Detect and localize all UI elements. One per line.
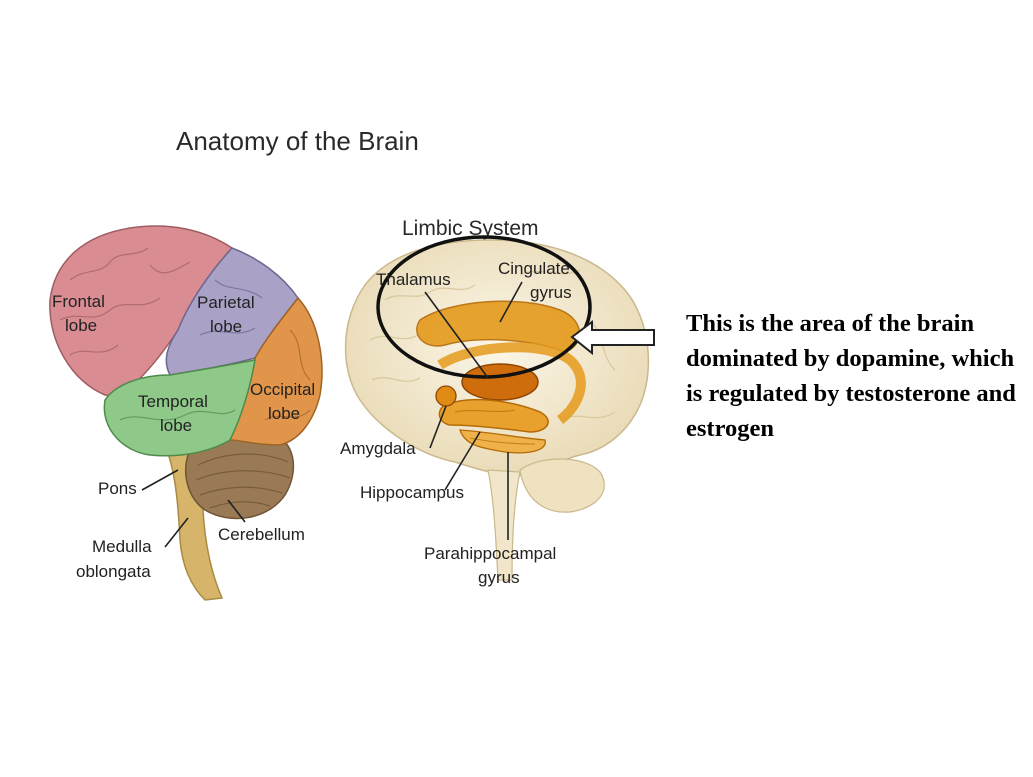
figure-title: Anatomy of the Brain <box>176 126 419 156</box>
limbic-brain-illustration: Limbic System Thalamus <box>340 217 655 587</box>
parietal-lobe-label-line2: lobe <box>210 317 242 336</box>
hippocampus <box>438 398 549 433</box>
occipital-lobe-label-line2: lobe <box>268 404 300 423</box>
cerebellum-label: Cerebellum <box>218 525 305 544</box>
hippocampus-label: Hippocampus <box>360 483 464 502</box>
parahippocampal-gyrus <box>459 429 546 454</box>
pons-label: Pons <box>98 479 137 498</box>
hippocampus-pointer <box>444 431 481 491</box>
caption-text: This is the area of the brain dominated … <box>686 310 1016 442</box>
limbic-system-title: Limbic System <box>402 217 539 240</box>
frontal-lobe-label-line1: Frontal <box>52 292 105 311</box>
thalamus-pointer <box>424 291 489 379</box>
fornix-arc <box>437 342 586 424</box>
medulla-label-line2: oblongata <box>76 562 151 581</box>
temporal-lobe-label-line1: Temporal <box>138 392 208 411</box>
cerebellum-pointer <box>227 499 246 523</box>
amygdala-label: Amygdala <box>340 439 416 458</box>
occipital-lobe-label-line1: Occipital <box>250 380 315 399</box>
lateral-brain-illustration: Frontal lobe Parietal lobe Temporal lobe… <box>49 225 323 601</box>
highlight-oval <box>376 235 592 379</box>
cingulate-gyrus-label-line1: Cingulate <box>498 259 570 278</box>
thalamus-label: Thalamus <box>376 270 451 289</box>
highlight-arrow <box>570 320 655 356</box>
medulla-pointer <box>164 517 189 548</box>
cingulate-gyrus-label-line2: gyrus <box>530 283 572 302</box>
occipital-lobe <box>229 296 323 446</box>
limbic-cerebellum <box>519 458 605 513</box>
parahippocampal-label-line1: Parahippocampal <box>424 544 556 563</box>
cingulate-pointer <box>499 281 523 323</box>
medulla-label-line1: Medulla <box>92 537 152 556</box>
parahippocampal-label-line2: gyrus <box>478 568 520 587</box>
amygdala-pointer <box>429 405 447 449</box>
frontal-lobe-label-line2: lobe <box>65 316 97 335</box>
limbic-brainstem <box>487 469 521 581</box>
thalamus <box>461 363 539 401</box>
temporal-lobe-label-line2: lobe <box>160 416 192 435</box>
temporal-lobe <box>103 359 256 457</box>
pons-pointer <box>141 469 179 491</box>
amygdala <box>435 385 457 407</box>
parietal-lobe-label-line1: Parietal <box>197 293 255 312</box>
